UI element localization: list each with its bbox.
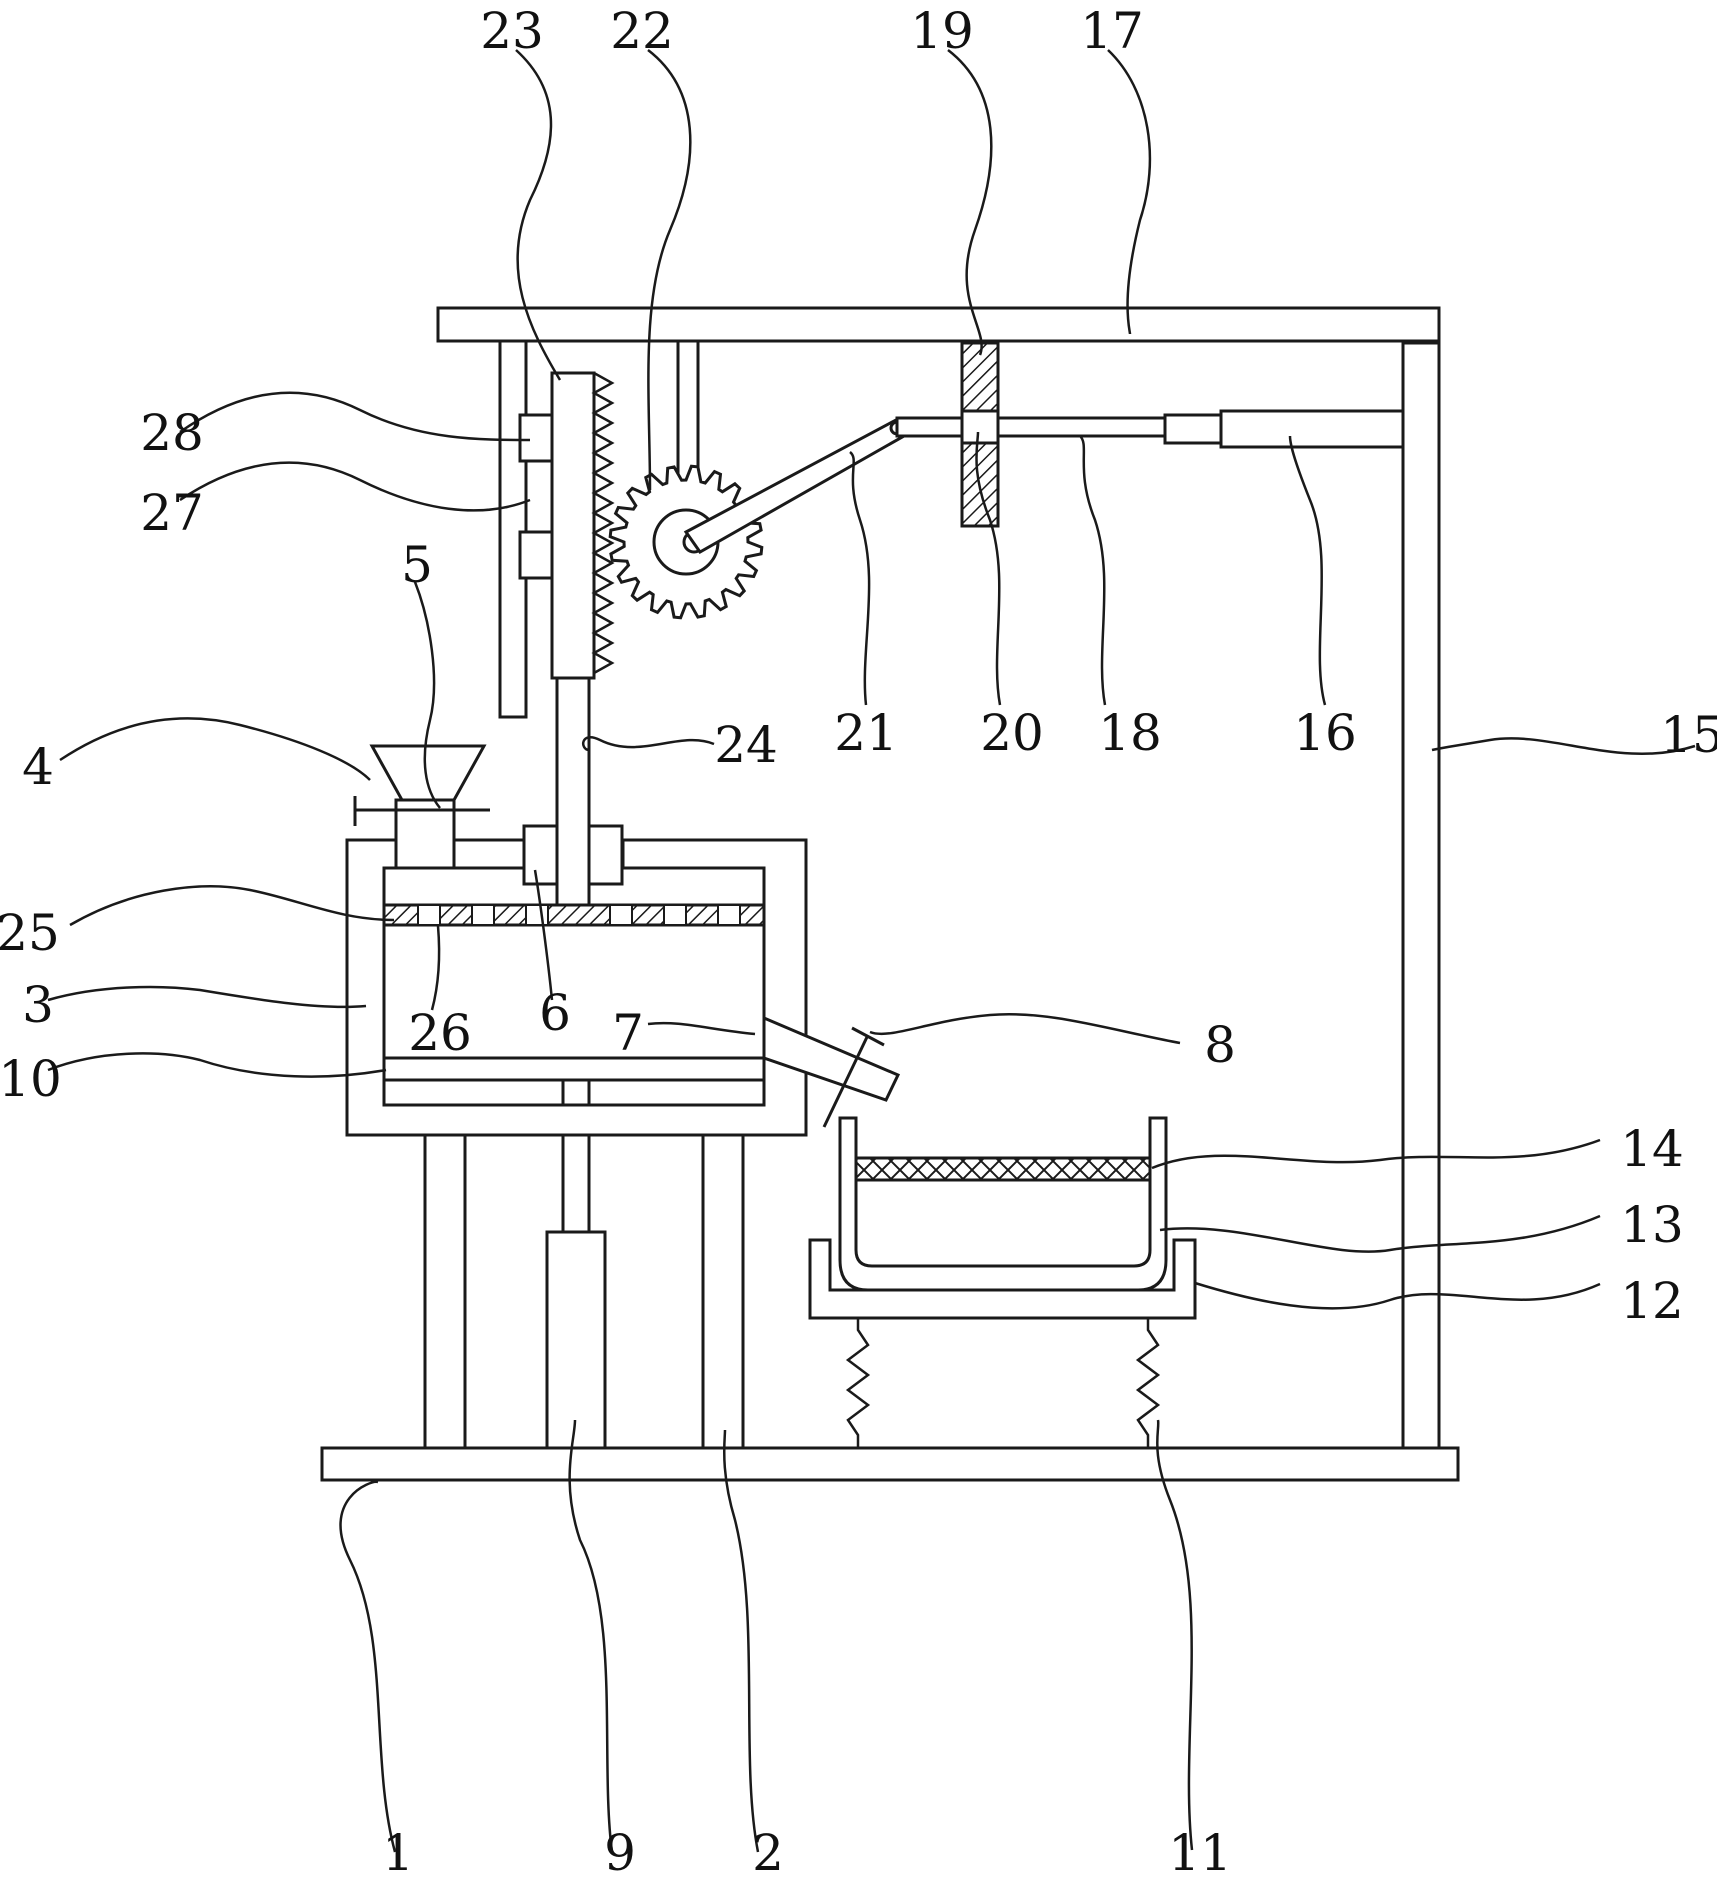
label-11: 11 [1168, 1824, 1232, 1882]
spring-left [845, 1318, 871, 1448]
plate-holes [417, 904, 741, 926]
upper-cylinder-body [1219, 409, 1405, 449]
gear-rack [550, 371, 596, 680]
label-8: 8 [1204, 1016, 1236, 1074]
left-leg [423, 1133, 467, 1450]
label-28: 28 [140, 404, 204, 462]
guide-rail [498, 339, 528, 719]
gear [608, 464, 764, 620]
bottom-plate [382, 1056, 766, 1082]
filter-screen [854, 1156, 1152, 1182]
gear-support [676, 339, 700, 483]
leader-lines [47, 49, 1696, 1853]
label-21: 21 [834, 704, 898, 762]
hopper-funnel [369, 744, 487, 802]
label-2: 2 [752, 1824, 784, 1882]
guide-hole [960, 409, 1000, 445]
cylinder-rod [561, 1078, 591, 1234]
label-13: 13 [1620, 1196, 1684, 1254]
label-4: 4 [22, 738, 54, 796]
pipe-valve [822, 1036, 869, 1128]
collection-box [838, 1116, 1168, 1292]
right-leg [701, 1133, 745, 1450]
label-7: 7 [612, 1004, 644, 1062]
label-24: 24 [714, 716, 778, 774]
label-25: 25 [0, 904, 60, 962]
label-26: 26 [408, 1004, 472, 1062]
rack-teeth [591, 371, 615, 675]
label-17: 17 [1080, 2, 1144, 60]
label-19: 19 [910, 2, 974, 60]
right-upright [1401, 341, 1441, 1450]
push-rod [555, 676, 591, 907]
label-27: 27 [140, 484, 204, 542]
spring-right [1135, 1318, 1161, 1448]
discharge-pipe [762, 1015, 901, 1102]
label-18: 18 [1098, 704, 1162, 762]
tray-base [808, 1238, 1197, 1320]
label-12: 12 [1620, 1272, 1684, 1330]
label-16: 16 [1293, 704, 1357, 762]
label-9: 9 [604, 1824, 636, 1882]
label-1: 1 [382, 1824, 414, 1882]
label-23: 23 [480, 2, 544, 60]
label-6: 6 [539, 984, 571, 1042]
label-5: 5 [401, 536, 433, 594]
label-20: 20 [980, 704, 1044, 762]
label-22: 22 [610, 2, 674, 60]
label-3: 3 [22, 976, 54, 1034]
upper-cylinder-rod [1163, 413, 1223, 445]
base-plate [320, 1446, 1460, 1482]
label-10: 10 [0, 1050, 62, 1108]
top-plate [436, 306, 1441, 343]
connecting-rod [895, 416, 1167, 438]
label-15: 15 [1660, 706, 1717, 764]
cylinder-body [545, 1230, 607, 1450]
label-14: 14 [1620, 1120, 1684, 1178]
